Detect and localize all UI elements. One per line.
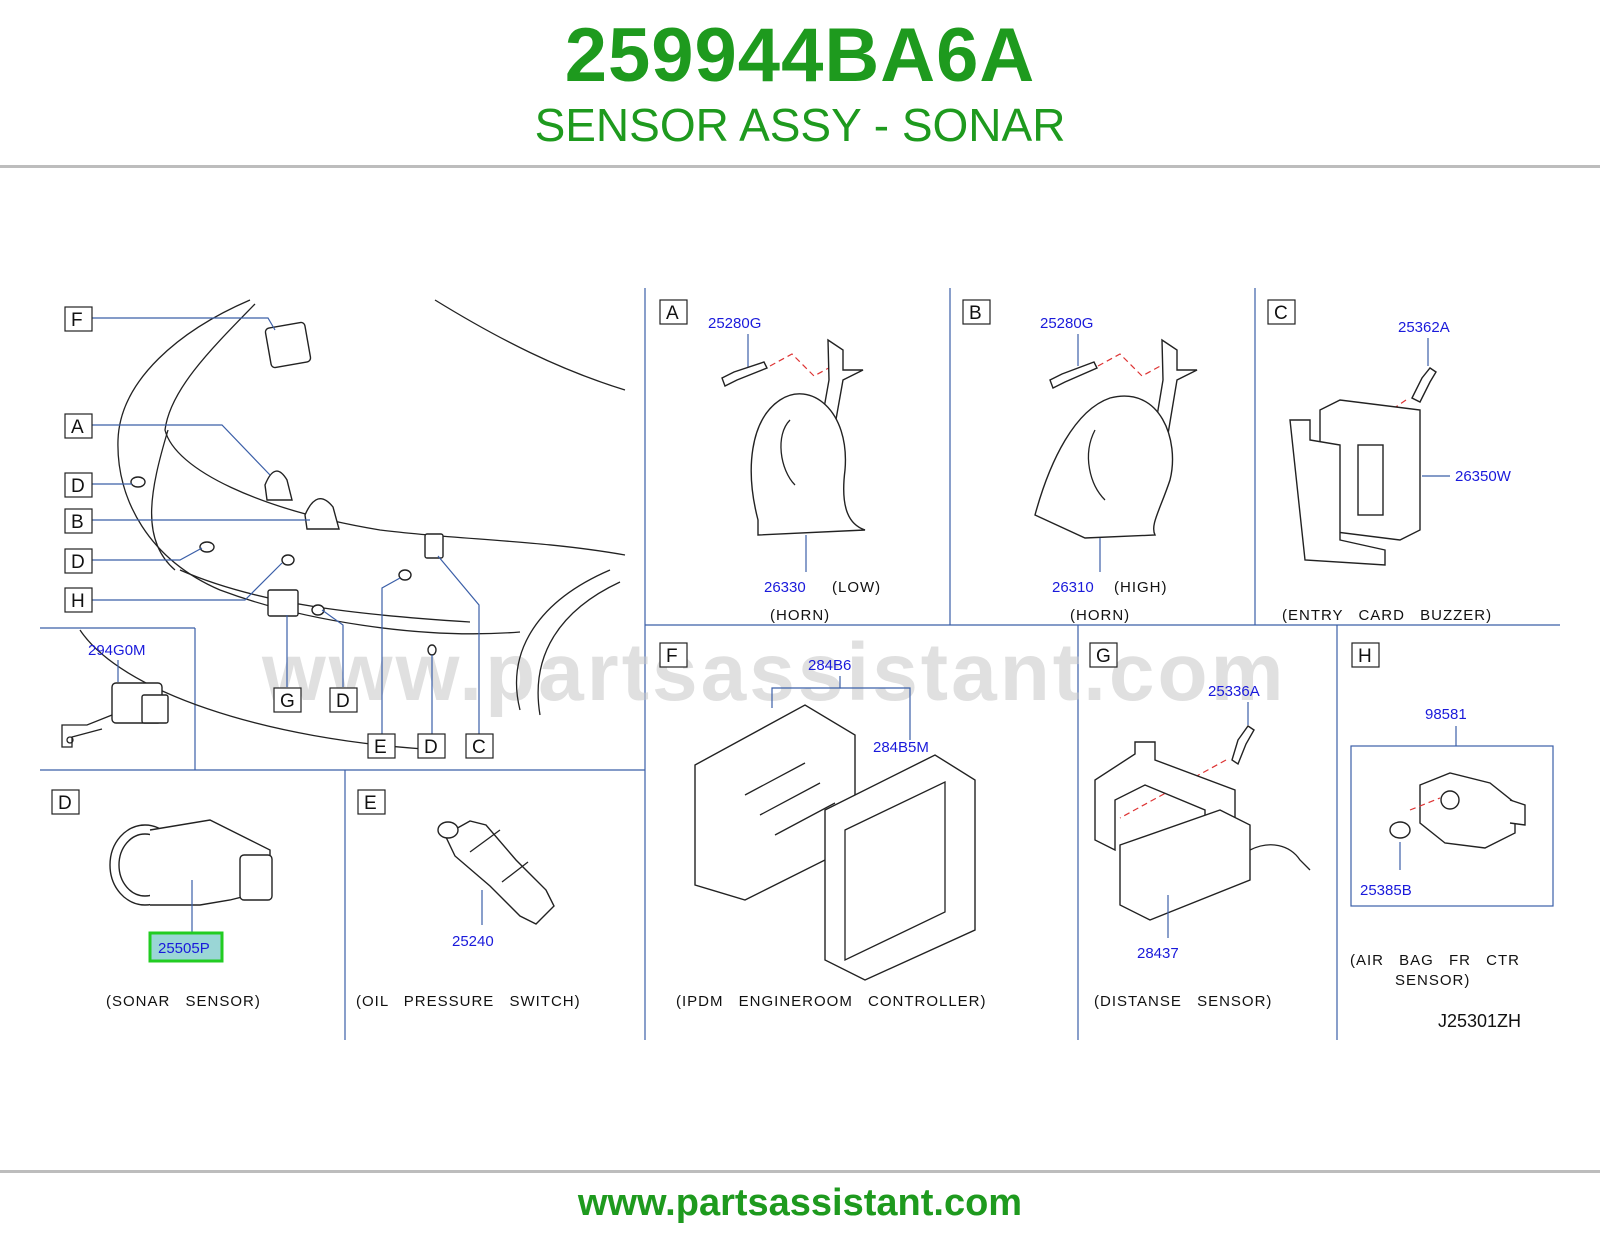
part-number-98581[interactable]: 98581 — [1425, 706, 1467, 723]
section-label-e: E — [364, 793, 377, 814]
part-number-25505p[interactable]: 25505P — [158, 940, 210, 957]
part-description: SENSOR ASSY - SONAR — [534, 99, 1066, 151]
part-number-25362a[interactable]: 25362A — [1398, 319, 1450, 336]
overview-leaders — [92, 317, 480, 740]
section-b-horn-high: B 25280G 26310 (HIGH) (HORN) — [962, 299, 1198, 624]
page-header: 259944BA6A SENSOR ASSY - SONAR — [0, 0, 1600, 170]
callout-c: C — [472, 737, 486, 758]
part-number-25280g[interactable]: 25280G — [708, 315, 761, 332]
part-number-28437[interactable]: 28437 — [1137, 945, 1179, 962]
section-c-caption: (ENTRY CARD BUZZER) — [1282, 607, 1492, 624]
part-number-26350w[interactable]: 26350W — [1455, 468, 1512, 485]
section-f-caption: (IPDM ENGINEROOM CONTROLLER) — [676, 993, 987, 1010]
watermark: www.partsassistant.com — [261, 627, 1287, 718]
parts-diagram: www.partsassistant.com — [40, 288, 1560, 1040]
callout-g: G — [280, 691, 295, 712]
part-number-294g0m[interactable]: 294G0M — [88, 642, 146, 659]
section-label-f: F — [666, 646, 678, 667]
section-label-g: G — [1096, 646, 1111, 667]
section-label-b: B — [969, 303, 982, 324]
footer-website-link[interactable]: www.partsassistant.com — [577, 1182, 1023, 1224]
header-divider — [0, 165, 1600, 168]
part-number-25240[interactable]: 25240 — [452, 933, 494, 950]
inset-294g0m: 294G0M — [61, 642, 169, 748]
section-f-ipdm: F 284B6 284B5M — [659, 642, 976, 981]
callout-h: H — [71, 591, 85, 612]
section-a-horn-low: A 25280G 26330 (LOW) (HORN) — [659, 299, 881, 624]
section-e-oil-pressure-switch: E 25240 (OIL PRESSURE SWITCH) — [356, 789, 581, 1010]
callout-d: D — [336, 691, 350, 712]
part-number-25385b[interactable]: 25385B — [1360, 882, 1412, 899]
part-number-26310[interactable]: 26310 — [1052, 579, 1094, 596]
section-g-distanse-sensor: G 25336A 28437 (DISTANSE SENSOR) — [1089, 642, 1311, 1010]
part-number-26330[interactable]: 26330 — [764, 579, 806, 596]
footer-divider — [0, 1170, 1600, 1173]
section-g-caption: (DISTANSE SENSOR) — [1094, 993, 1272, 1010]
callout-e: E — [374, 737, 387, 758]
section-label-h: H — [1358, 646, 1372, 667]
part-number-25336a[interactable]: 25336A — [1208, 683, 1260, 700]
callout-d: D — [424, 737, 438, 758]
callout-d: D — [71, 476, 85, 497]
part-number-284b5m[interactable]: 284B5M — [873, 739, 929, 756]
drawing-code: J25301ZH — [1438, 1011, 1521, 1031]
callout-d: D — [71, 552, 85, 573]
section-e-caption: (OIL PRESSURE SWITCH) — [356, 993, 581, 1010]
highlighted-part-box — [148, 931, 224, 963]
section-d-caption: (SONAR SENSOR) — [106, 993, 261, 1010]
section-c-entry-card-buzzer: C 25362A 26350W (ENTRY CARD BUZZER) — [1267, 299, 1512, 624]
overview-callouts: F A D B D H G D E D C — [64, 306, 494, 759]
section-b-caption: (HORN) — [1070, 607, 1130, 624]
section-h-caption-line2: SENSOR) — [1395, 972, 1470, 989]
section-d-sonar-sensor: D 25505P (SONAR SENSOR) — [51, 789, 273, 1010]
section-label-a: A — [666, 303, 679, 324]
callout-a: A — [71, 417, 84, 438]
vehicle-overview — [79, 299, 626, 751]
horn-low-sub: (LOW) — [832, 579, 881, 596]
section-label-d: D — [58, 793, 72, 814]
part-number-25280g[interactable]: 25280G — [1040, 315, 1093, 332]
section-a-caption: (HORN) — [770, 607, 830, 624]
callout-b: B — [71, 512, 84, 533]
section-label-c: C — [1274, 303, 1288, 324]
part-number-284b6[interactable]: 284B6 — [808, 657, 851, 674]
section-h-airbag-sensor: H 98581 25385B (AIR BAG FR CTR SENSOR) — [1350, 642, 1554, 989]
horn-high-sub: (HIGH) — [1114, 579, 1168, 596]
callout-f: F — [71, 310, 83, 331]
part-number-title: 259944BA6A — [564, 13, 1036, 98]
section-grid — [40, 288, 1560, 1040]
section-h-caption-line1: (AIR BAG FR CTR — [1350, 952, 1520, 969]
